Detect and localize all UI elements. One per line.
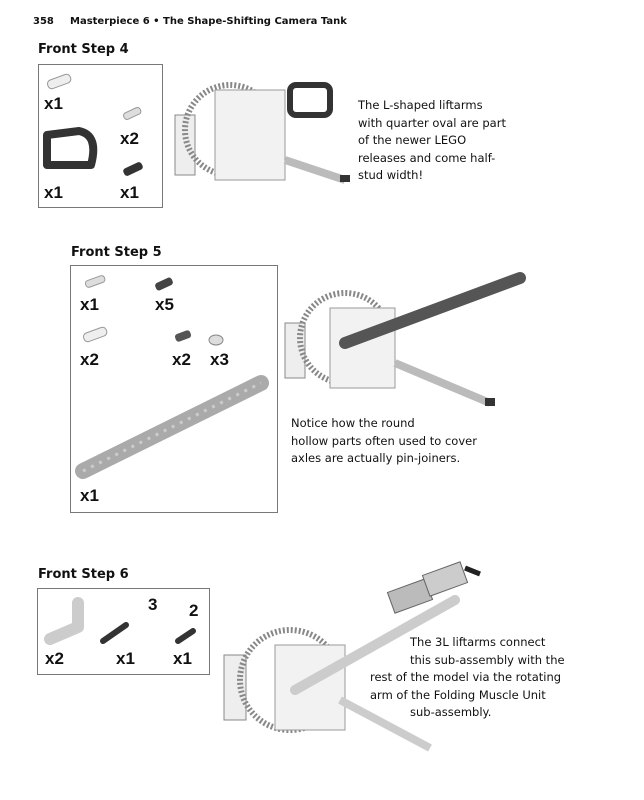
qty-label: x1 [44, 183, 63, 202]
qty-label: x1 [120, 183, 139, 202]
note-line: of the newer LEGO [358, 133, 467, 147]
axle-3-part-icon [100, 622, 129, 644]
note-line: sub-assembly. [410, 705, 492, 719]
l-liftarm-part-icon [44, 597, 84, 645]
black-pin-part-icon [123, 162, 143, 176]
page-number: 358 [33, 16, 54, 27]
axle-length-label: 2 [189, 601, 199, 620]
note-line: The 3L liftarms connect [410, 635, 546, 649]
step-5-parts-box: x1 x5 x2 x2 x3 x1 [70, 265, 278, 513]
note-line: hollow parts often used to cover [291, 433, 477, 448]
note-line: releases and come half- [358, 150, 496, 165]
step-4-note: The L-shaped liftarms with quarter oval … [358, 97, 506, 185]
step-4-parts-box: x1 x2 x1 x1 [38, 64, 163, 208]
qty-label: x1 [173, 649, 192, 668]
running-header-title: Masterpiece 6 • The Shape-Shifting Camer… [70, 16, 347, 27]
step-6-title: Front Step 6 [38, 567, 129, 582]
qty-label: x2 [120, 129, 139, 148]
qty-label: x1 [44, 94, 63, 113]
qty-label: x1 [80, 486, 99, 505]
note-line: with quarter oval are part [358, 115, 506, 130]
bush-part-icon [46, 73, 72, 90]
pin-part-icon [123, 106, 142, 120]
note-line: Notice how the round [291, 416, 415, 430]
note-line: this sub-assembly with the [410, 652, 565, 667]
note-line: The L-shaped liftarms [358, 98, 483, 112]
qty-label: x2 [45, 649, 64, 668]
qty-label: x1 [116, 649, 135, 668]
step-6-model-illustration [223, 561, 481, 752]
long-liftarm-part-icon [75, 375, 269, 479]
step-6-parts-icons [44, 597, 196, 645]
pin-joiner-part-icon [174, 330, 192, 342]
step-6-note: The 3L liftarms connect this sub-assembl… [370, 634, 565, 722]
qty-label: x5 [155, 295, 174, 314]
bush-part-icon [82, 326, 108, 343]
step-5-note: Notice how the round hollow parts often … [291, 415, 477, 468]
step-5-parts-icons [75, 275, 269, 479]
qty-label: x3 [210, 350, 229, 369]
step-5-model-illustration [284, 272, 526, 407]
note-line: axles are actually pin-joiners. [291, 451, 461, 465]
pin-part-icon [84, 275, 106, 288]
black-pin-part-icon [155, 277, 173, 291]
quarter-oval-liftarm-icon [43, 127, 98, 169]
step-4-model-illustration [174, 82, 350, 184]
step-4-title: Front Step 4 [38, 42, 129, 57]
qty-label: x2 [172, 350, 191, 369]
step-6-parts-box: 3 2 x2 x1 x1 [37, 588, 210, 675]
axle-2-part-icon [175, 628, 196, 644]
axle-length-label: 3 [148, 595, 158, 614]
step-5-title: Front Step 5 [71, 245, 162, 260]
qty-label: x2 [80, 350, 99, 369]
note-line: stud width! [358, 168, 424, 182]
note-line: arm of the Folding Muscle Unit [370, 687, 546, 702]
round-bush-part-icon [208, 334, 224, 346]
qty-label: x1 [80, 295, 99, 314]
note-line: rest of the model via the rotating [370, 670, 562, 684]
step-4-parts-icons [43, 73, 143, 176]
